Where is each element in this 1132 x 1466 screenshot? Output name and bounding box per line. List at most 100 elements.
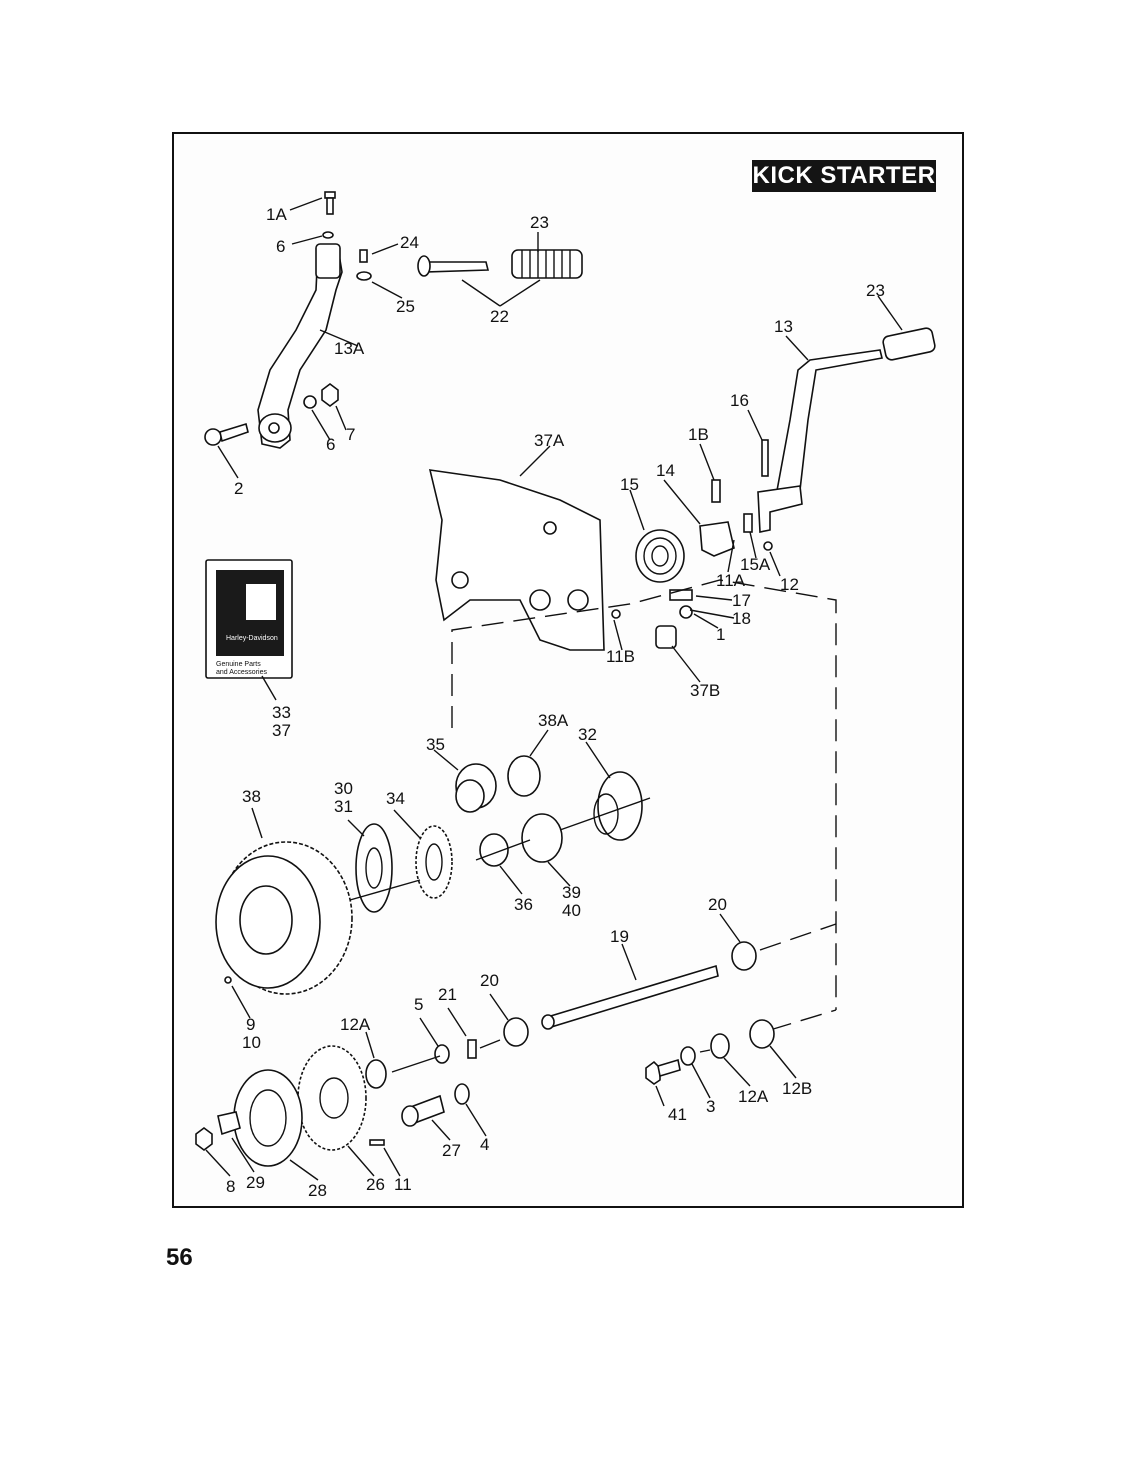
- callout-22: 22: [490, 307, 509, 326]
- callout-11: 11: [394, 1175, 412, 1194]
- callout-12b: 12B: [782, 1079, 812, 1098]
- section-title: KICK STARTER: [752, 160, 936, 192]
- washer-5: [434, 1044, 450, 1064]
- pedal-rubber-23: [511, 249, 583, 279]
- washer-6: [303, 395, 317, 409]
- assembly-outline-bottom: [769, 1009, 837, 1031]
- callout-17: 17: [732, 591, 751, 610]
- bushing-20b: [503, 1017, 529, 1047]
- callout-29: 29: [246, 1173, 265, 1192]
- bearing-12a-b: [710, 1033, 730, 1059]
- callout-10: 10: [242, 1033, 261, 1052]
- bolt-41: [645, 1058, 681, 1085]
- callout-28: 28: [308, 1181, 327, 1200]
- callout-7: 7: [346, 425, 355, 444]
- callout-33: 33: [272, 703, 291, 722]
- spring-15: [635, 529, 685, 583]
- callout-18: 18: [732, 609, 751, 628]
- pin-12: [763, 541, 773, 551]
- bushing-36: [479, 833, 509, 867]
- callout-9: 9: [246, 1015, 255, 1034]
- nut-7: [321, 383, 339, 407]
- bushing-37b: [655, 625, 677, 649]
- callout-23b: 23: [866, 281, 885, 300]
- brand-line3: and Accessories: [216, 669, 267, 676]
- callout-11b: 11B: [606, 647, 635, 666]
- assembly-outline-top: [451, 579, 837, 1010]
- callout-12a-b: 12A: [738, 1087, 769, 1106]
- bushing-12b: [749, 1019, 775, 1049]
- callout-15a: 15A: [740, 555, 771, 574]
- clutch-drum-38: [215, 841, 353, 995]
- callout-41: 41: [668, 1105, 687, 1124]
- callout-labels: 1A 6 24 23 25 22 13A 2 7 6 23 13 16 1B 3…: [226, 205, 885, 1200]
- callout-38a: 38A: [538, 711, 569, 730]
- callout-6: 6: [276, 237, 285, 256]
- bearing-12a: [365, 1059, 387, 1089]
- callout-1: 1: [716, 625, 725, 644]
- ratchet-gear-26: [297, 1045, 367, 1151]
- callout-37a: 37A: [534, 431, 565, 450]
- pin-16: [761, 439, 769, 477]
- screw-11: [369, 1139, 385, 1146]
- kick-pedal-arm: [257, 243, 343, 449]
- callout-13a: 13A: [334, 339, 365, 358]
- callout-19: 19: [610, 927, 629, 946]
- callout-31: 31: [334, 797, 353, 816]
- callout-20b: 20: [480, 971, 499, 990]
- callout-12: 12: [780, 575, 799, 594]
- callout-30: 30: [334, 779, 353, 798]
- screw-1b: [711, 479, 721, 503]
- bushing-38a: [507, 755, 541, 797]
- callout-2: 2: [234, 479, 243, 498]
- callout-36: 36: [514, 895, 533, 914]
- cover-plate-37a: [428, 469, 621, 651]
- callout-11a: 11A: [716, 571, 746, 590]
- page-number: 56: [166, 1244, 193, 1271]
- callout-37b: 37B: [690, 681, 720, 700]
- leader-lines: [205, 197, 903, 1181]
- callout-37: 37: [272, 721, 291, 740]
- diagram-frame: [172, 132, 964, 1208]
- axis-line-mid: [349, 797, 651, 901]
- bolt-1a: [324, 191, 336, 215]
- callout-5: 5: [414, 995, 423, 1014]
- shaft-19: [541, 964, 719, 1030]
- bearing-39: [521, 813, 563, 863]
- pin-24: [359, 249, 368, 263]
- callout-32: 32: [578, 725, 597, 744]
- callout-3: 3: [706, 1097, 715, 1116]
- bolt-2: [204, 422, 249, 446]
- callout-20: 20: [708, 895, 727, 914]
- callout-27: 27: [442, 1141, 461, 1160]
- clip-25: [356, 271, 372, 281]
- callout-21: 21: [438, 985, 457, 1004]
- bearing-35: [455, 763, 497, 813]
- plate-28: [233, 1069, 303, 1167]
- pedal-rubber-23b: [882, 327, 936, 361]
- callout-15: 15: [620, 475, 639, 494]
- crank-lever-13: [757, 349, 883, 533]
- callout-26: 26: [366, 1175, 385, 1194]
- brand-line1: Harley-Davidson: [226, 635, 278, 642]
- axis-line-bottom: [391, 1039, 711, 1073]
- callout-24: 24: [400, 233, 419, 252]
- callout-6b: 6: [326, 435, 335, 454]
- callout-12a: 12A: [340, 1015, 371, 1034]
- washer-4: [454, 1083, 470, 1105]
- pedal-22: [417, 255, 490, 277]
- stud-17: [669, 589, 693, 601]
- pin-27: [401, 1094, 445, 1127]
- callout-25: 25: [396, 297, 415, 316]
- pawl-14: [699, 521, 735, 557]
- callout-39: 39: [562, 883, 581, 902]
- callout-14: 14: [656, 461, 675, 480]
- callout-13: 13: [774, 317, 793, 336]
- washer-6-top: [322, 231, 334, 239]
- callout-4: 4: [480, 1135, 489, 1154]
- washer-3: [680, 1046, 696, 1066]
- callout-8: 8: [226, 1177, 235, 1196]
- spring-15a: [743, 513, 753, 533]
- callout-1b: 1B: [688, 425, 709, 444]
